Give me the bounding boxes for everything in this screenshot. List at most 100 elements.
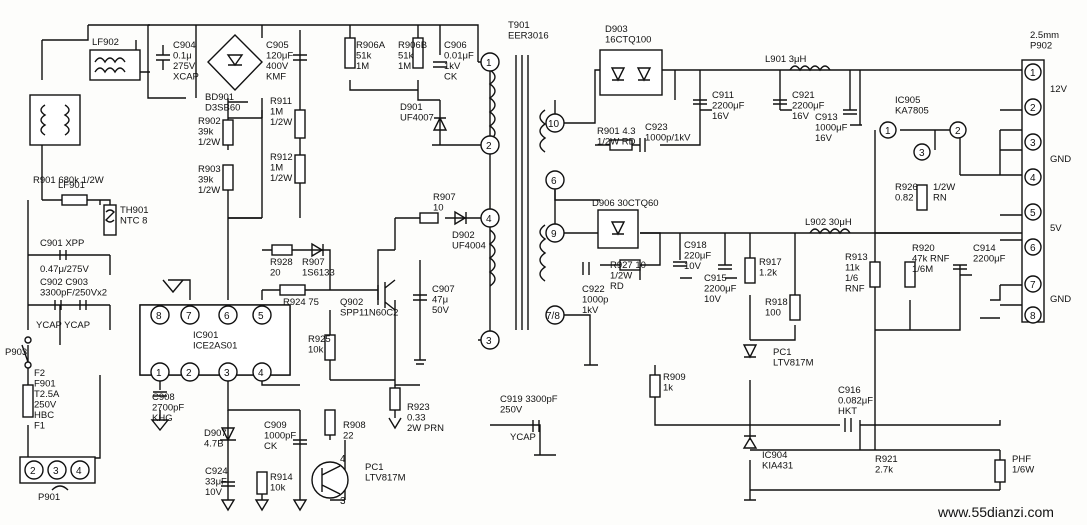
c924-capacitor	[221, 481, 235, 487]
p901-pin-4: 4	[76, 466, 82, 477]
components	[19, 34, 1045, 499]
label-p901: P901	[38, 492, 60, 503]
label-5v: 5V	[1050, 223, 1062, 234]
ic905-pin1	[879, 121, 897, 139]
ic905-pin-1-label: 1	[885, 126, 891, 137]
c918-capacitor	[673, 261, 687, 267]
r920-resistor	[904, 261, 916, 288]
p902-pin-5: 5	[1030, 208, 1036, 219]
d901-diode	[432, 116, 448, 131]
label-c901: C901 XPP	[40, 238, 84, 249]
r909-resistor	[649, 374, 661, 398]
c919-capacitor	[532, 420, 540, 432]
c923-capacitor	[639, 138, 646, 152]
t901-pin-3: 3	[486, 336, 492, 347]
t901-pin-1: 1	[486, 58, 492, 69]
ic901-pin-5: 5	[258, 311, 264, 322]
pin-circles	[24, 52, 1042, 480]
p902-pin-6: 6	[1030, 243, 1036, 254]
r923-resistor	[389, 387, 401, 411]
c922-capacitor	[582, 262, 590, 275]
label-c919-ycap: YCAP	[510, 432, 536, 443]
c916-capacitor	[844, 418, 852, 432]
r921-resistor	[994, 459, 1006, 483]
label-l901: L901 3μH	[765, 54, 807, 65]
ic901-pin-8: 8	[156, 311, 162, 322]
d903-diode	[599, 49, 663, 96]
label-gnd-2: GND	[1050, 294, 1071, 305]
lf901-choke	[29, 94, 81, 146]
c911-capacitor	[693, 99, 707, 105]
ic905-pin-3-label: 3	[919, 148, 925, 159]
f901-fuse	[22, 384, 34, 418]
p902-pin-7: 7	[1030, 280, 1036, 291]
label-l902: L902 30μH	[805, 217, 852, 228]
ic901-pin-4: 4	[258, 368, 264, 379]
r928-resistor	[271, 244, 293, 256]
pc1-phototransistor	[311, 461, 349, 499]
r927-resistor	[619, 259, 641, 271]
ic905-pin-2-label: 2	[955, 126, 961, 137]
q902-mosfet	[377, 279, 396, 311]
r901b-resistor	[609, 139, 633, 151]
t901-primary	[488, 69, 496, 141]
c915-capacitor	[718, 264, 732, 270]
d902-diode	[454, 210, 467, 226]
r912-resistor	[294, 154, 306, 184]
ic901-pin-2: 2	[186, 368, 192, 379]
label-d906: D906 30CTQ60	[592, 198, 659, 209]
c913-capacitor	[843, 109, 857, 115]
r901a-resistor	[61, 194, 88, 206]
t901-pin-2: 2	[486, 141, 492, 152]
t901-pin-10: 10	[548, 119, 560, 130]
label-p903: P903	[5, 347, 27, 358]
ic901-pin-7: 7	[186, 311, 192, 322]
p902-pin-1: 1	[1030, 68, 1036, 79]
c905-capacitor	[293, 54, 307, 61]
r913-resistor	[869, 261, 881, 288]
l901-inductor	[789, 65, 831, 72]
l902-inductor	[809, 228, 851, 235]
t901-pin-4: 4	[486, 214, 492, 225]
pc1-pin-3: 3	[340, 496, 346, 507]
lf902-choke	[89, 49, 141, 81]
p902-pin-4: 4	[1030, 173, 1036, 184]
ic905-pin2	[949, 121, 967, 139]
t901-secondary	[539, 109, 547, 153]
label-r924: R924 75	[283, 297, 319, 308]
r918-resistor	[789, 294, 801, 321]
p901-pin-2: 2	[30, 466, 36, 477]
